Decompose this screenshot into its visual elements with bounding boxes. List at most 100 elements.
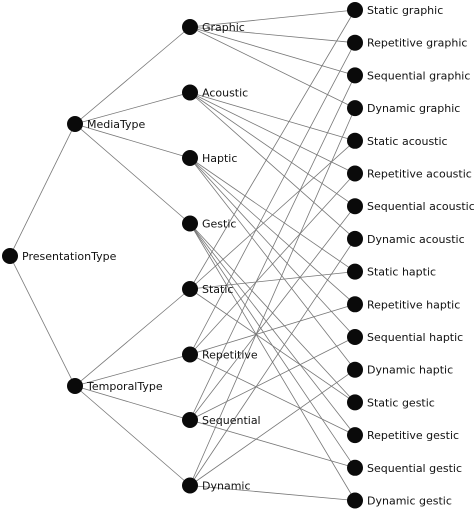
node-label-sequential_haptic: Sequential haptic — [367, 331, 463, 344]
node-label-repetitive_gestic: Repetitive gestic — [367, 429, 459, 442]
edge-acoustic-dynamic_acoustic — [189, 92, 356, 240]
node-label-repetitive: Repetitive — [202, 349, 258, 362]
edge-gestic-sequential_gestic — [189, 223, 356, 469]
node-dot-dynamic_graphic — [347, 100, 363, 117]
node-dot-sequential_haptic — [347, 329, 363, 345]
node-dot-gestic — [182, 215, 198, 232]
edge-gestic-static_gestic — [189, 223, 356, 403]
edge-static-static_haptic — [189, 271, 356, 290]
edge-acoustic-sequential_acoustic — [189, 92, 356, 207]
edge-media-haptic — [74, 123, 191, 159]
node-sequential_acoustic: Sequential acoustic — [347, 198, 474, 215]
edge-presentation-media — [9, 123, 76, 257]
node-label-repetitive_acoustic: Repetitive acoustic — [367, 168, 472, 181]
node-haptic: Haptic — [182, 150, 237, 166]
edge-sequential-sequential_haptic — [189, 336, 356, 421]
node-dot-dynamic_haptic — [347, 361, 363, 378]
node-static_gestic: Static gestic — [347, 394, 435, 411]
edge-gestic-dynamic_gestic — [189, 223, 356, 501]
node-label-haptic: Haptic — [202, 152, 237, 165]
node-dot-repetitive_graphic — [347, 34, 363, 51]
node-dot-sequential — [182, 412, 198, 428]
node-dot-repetitive_gestic — [347, 427, 363, 444]
node-label-graphic: Graphic — [202, 21, 245, 34]
edge-temporal-dynamic — [74, 385, 191, 486]
node-dot-repetitive — [182, 346, 198, 363]
edge-haptic-dynamic_haptic — [189, 157, 356, 370]
node-dot-temporal — [67, 378, 83, 394]
node-label-repetitive_haptic: Repetitive haptic — [367, 298, 460, 311]
node-label-temporal: TemporalType — [86, 380, 163, 393]
node-label-gestic: Gestic — [202, 218, 236, 231]
edge-temporal-repetitive — [74, 354, 191, 387]
node-label-repetitive_graphic: Repetitive graphic — [367, 37, 467, 50]
node-dot-dynamic_gestic — [347, 492, 363, 509]
node-label-acoustic: Acoustic — [202, 87, 248, 100]
node-repetitive_acoustic: Repetitive acoustic — [347, 165, 472, 182]
node-acoustic: Acoustic — [182, 84, 248, 101]
node-temporal: TemporalType — [67, 378, 163, 394]
edge-media-gestic — [74, 123, 191, 224]
node-repetitive_graphic: Repetitive graphic — [347, 34, 467, 51]
node-static_graphic: Static graphic — [347, 2, 443, 18]
edge-acoustic-repetitive_acoustic — [189, 92, 356, 174]
node-label-static_graphic: Static graphic — [367, 4, 443, 17]
node-presentation: PresentationType — [2, 248, 117, 264]
edge-presentation-temporal — [9, 255, 76, 387]
diagram-edges — [9, 9, 356, 501]
edge-temporal-sequential — [74, 385, 191, 421]
node-dynamic: Dynamic — [182, 477, 251, 494]
node-dot-haptic — [182, 150, 198, 166]
node-dot-media — [67, 116, 83, 132]
edge-haptic-repetitive_haptic — [189, 157, 356, 305]
node-label-media: MediaType — [87, 118, 146, 131]
node-label-sequential_graphic: Sequential graphic — [367, 69, 470, 82]
edge-haptic-sequential_haptic — [189, 157, 356, 338]
edge-temporal-static — [74, 288, 191, 387]
node-dot-static_acoustic — [347, 132, 363, 149]
node-sequential: Sequential — [182, 412, 261, 428]
edge-graphic-dynamic_graphic — [189, 26, 356, 109]
node-dot-sequential_gestic — [347, 459, 363, 476]
node-repetitive_gestic: Repetitive gestic — [347, 427, 459, 444]
node-gestic: Gestic — [182, 215, 236, 232]
node-dynamic_gestic: Dynamic gestic — [347, 492, 452, 509]
node-dot-repetitive_acoustic — [347, 165, 363, 182]
node-label-static: Static — [202, 283, 233, 296]
node-label-dynamic_haptic: Dynamic haptic — [367, 364, 453, 377]
edge-media-graphic — [74, 26, 191, 125]
node-label-static_haptic: Static haptic — [367, 266, 436, 279]
node-dot-static — [182, 281, 198, 297]
node-label-dynamic_acoustic: Dynamic acoustic — [367, 233, 465, 246]
edge-sequential-sequential_gestic — [189, 419, 356, 469]
edge-dynamic-dynamic_haptic — [189, 369, 356, 486]
edge-dynamic-dynamic_graphic — [189, 107, 356, 486]
node-dynamic_haptic: Dynamic haptic — [347, 361, 453, 378]
edge-media-acoustic — [74, 92, 191, 125]
edge-graphic-static_graphic — [189, 9, 356, 28]
node-label-sequential: Sequential — [202, 414, 261, 427]
node-dot-sequential_graphic — [347, 67, 363, 84]
node-dot-static_haptic — [347, 263, 363, 280]
node-dot-static_gestic — [347, 394, 363, 411]
node-label-dynamic_gestic: Dynamic gestic — [367, 495, 452, 508]
node-sequential_gestic: Sequential gestic — [347, 459, 462, 476]
node-repetitive_haptic: Repetitive haptic — [347, 296, 460, 313]
node-dot-presentation — [2, 248, 18, 264]
edge-gestic-repetitive_gestic — [189, 223, 356, 436]
node-dot-dynamic — [182, 477, 198, 494]
node-label-sequential_gestic: Sequential gestic — [367, 462, 462, 475]
node-label-static_acoustic: Static acoustic — [367, 135, 448, 148]
node-static_acoustic: Static acoustic — [347, 132, 448, 149]
node-dot-graphic — [182, 19, 198, 35]
node-label-dynamic: Dynamic — [202, 480, 251, 493]
edge-acoustic-static_acoustic — [189, 92, 356, 142]
node-dot-repetitive_haptic — [347, 296, 363, 313]
edge-graphic-sequential_graphic — [189, 26, 356, 76]
node-media: MediaType — [67, 116, 146, 132]
node-label-static_gestic: Static gestic — [367, 396, 435, 409]
edge-dynamic-dynamic_gestic — [189, 485, 356, 501]
node-sequential_graphic: Sequential graphic — [347, 67, 470, 84]
